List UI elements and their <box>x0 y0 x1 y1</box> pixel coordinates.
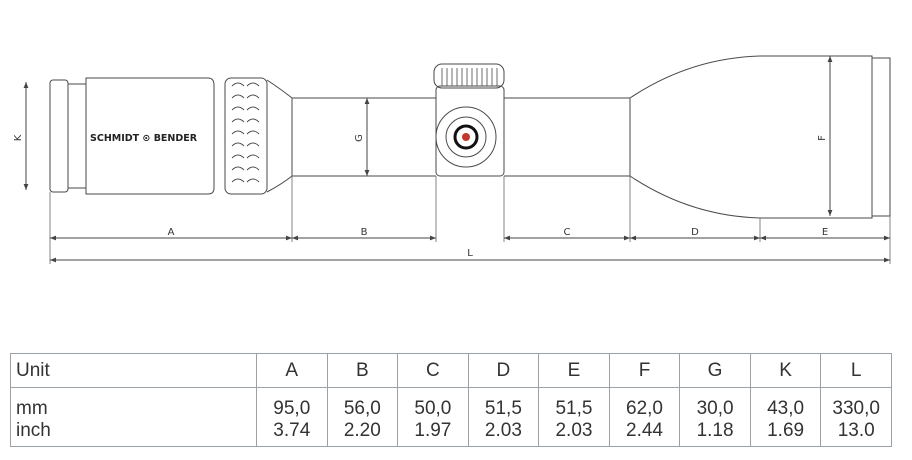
dim-label-b: B <box>361 227 368 238</box>
header-cell: B <box>326 353 398 388</box>
value-cell: 56,0 <box>326 387 398 420</box>
dimensions-table: Unit A B C D E F G K L mm 95,0 56,0 50,0… <box>10 353 892 447</box>
table-header-row: Unit A B C D E F G K L <box>10 353 892 388</box>
value-cell: 51,5 <box>467 387 539 420</box>
value-cell: 1.69 <box>749 420 821 447</box>
value-cell: 2.44 <box>608 420 680 447</box>
value-cell: 95,0 <box>256 387 328 420</box>
header-cell: L <box>820 353 892 388</box>
turret-knob-icon <box>453 124 479 150</box>
header-cell: F <box>608 353 680 388</box>
scope-diagram: SCHMIDT ⊙ BENDER K G F A B C D E L <box>13 55 891 264</box>
value-cell: 1.97 <box>397 420 469 447</box>
dim-label-e: E <box>822 227 828 238</box>
value-cell: 2.03 <box>467 420 539 447</box>
dim-label-l: L <box>467 248 473 259</box>
value-cell: 62,0 <box>608 387 680 420</box>
header-cell: Unit <box>10 353 257 388</box>
svg-text:SCHMIDT ⊙ BENDER: SCHMIDT ⊙ BENDER <box>90 133 198 144</box>
table-row: inch 3.74 2.20 1.97 2.03 2.03 2.44 1.18 … <box>11 420 892 447</box>
dim-label-k: K <box>13 134 24 141</box>
dim-label-d: D <box>691 227 699 238</box>
header-cell: A <box>256 353 328 388</box>
dim-label-f: F <box>817 135 828 141</box>
header-cell: C <box>397 353 469 388</box>
table-row: mm 95,0 56,0 50,0 51,5 51,5 62,0 30,0 43… <box>11 387 892 420</box>
unit-cell: inch <box>16 420 51 441</box>
header-cell: D <box>467 353 539 388</box>
dim-label-a: A <box>168 227 175 238</box>
dimension-arrows-vertical <box>23 56 833 216</box>
header-cell: G <box>679 353 751 388</box>
brand-logo: SCHMIDT ⊙ BENDER <box>90 133 198 144</box>
value-cell: 51,5 <box>538 387 610 420</box>
dimension-arrows-horizontal <box>50 235 890 263</box>
value-cell: 50,0 <box>397 387 469 420</box>
dim-label-g: G <box>354 134 365 142</box>
value-cell: 2.20 <box>326 420 398 447</box>
value-cell: 2.03 <box>538 420 610 447</box>
header-cell: E <box>538 353 610 388</box>
value-cell: 43,0 <box>749 387 821 420</box>
unit-cell: mm <box>16 398 48 419</box>
header-cell: K <box>749 353 821 388</box>
value-cell: 1.18 <box>679 420 751 447</box>
value-cell: 330,0 <box>820 387 892 420</box>
dim-label-c: C <box>564 227 571 238</box>
value-cell: 30,0 <box>679 387 751 420</box>
value-cell: 3.74 <box>256 420 328 447</box>
value-cell: 13.0 <box>820 420 892 447</box>
scope-outline <box>49 55 891 219</box>
